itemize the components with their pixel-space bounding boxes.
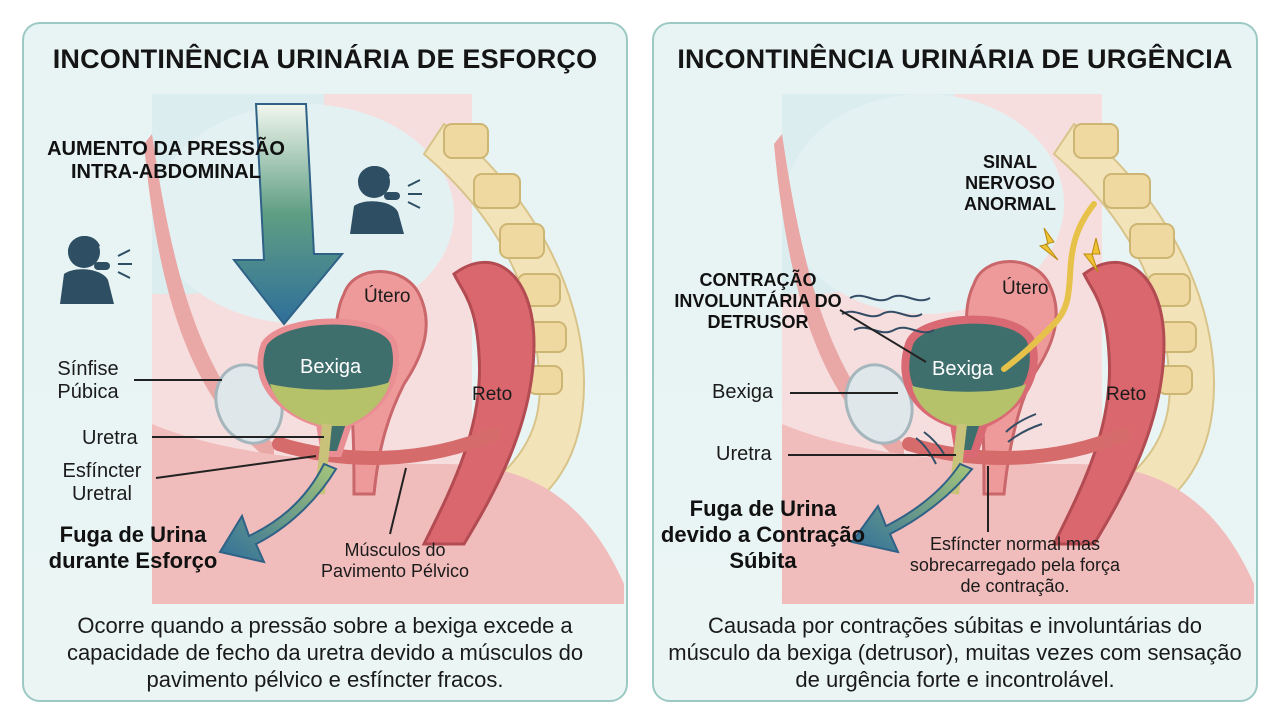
rectum-label: Reto	[472, 384, 513, 405]
rectum	[1051, 261, 1166, 546]
pressure-arrow	[231, 103, 345, 326]
rectum	[421, 261, 536, 546]
vertebrae	[443, 123, 567, 395]
abdominal-space	[784, 94, 1064, 314]
lightning-icon	[1038, 227, 1059, 261]
stress-anatomy-illustration	[60, 94, 624, 604]
nerve-signal	[1001, 201, 1097, 372]
uterus-label: Útero	[1002, 278, 1049, 299]
urge-anatomy-illustration	[774, 94, 1254, 604]
bladder-side-label: Bexiga	[712, 381, 774, 403]
urge-title: INCONTINÊNCIA URINÁRIA DE URGÊNCIA	[677, 44, 1233, 74]
urethra-label: Uretra	[82, 427, 138, 449]
urine	[270, 382, 390, 426]
pubic-symphysis-label: Sínfise Púbica	[57, 358, 119, 403]
urge-incontinence-panel: INCONTINÊNCIA URINÁRIA DE URGÊNCIA SINAL…	[652, 22, 1258, 702]
leader-lines	[788, 309, 989, 532]
abdominal-wall	[144, 134, 274, 464]
pelvic-floor-muscles	[272, 427, 501, 465]
coughing-woman-icon	[60, 235, 114, 304]
lightning-icon-2	[1082, 237, 1101, 273]
stress-title: INCONTINÊNCIA URINÁRIA DE ESFORÇO	[52, 44, 598, 74]
leak-label: Fuga de Urina durante Esforço	[48, 522, 218, 573]
perineum-tissue	[152, 424, 624, 604]
contraction-waves	[841, 294, 1043, 465]
rectum-label: Reto	[1106, 384, 1147, 405]
nerve-signal-label: SINAL NERVOSO ANORMAL	[964, 152, 1056, 214]
uterus-label: Útero	[364, 286, 411, 307]
leak-arrow	[218, 462, 338, 564]
stress-incontinence-panel: INCONTINÊNCIA URINÁRIA DE ESFORÇO AUMENT…	[22, 22, 628, 702]
pressure-label: AUMENTO DA PRESSÃO INTRA-ABDOMINAL	[47, 138, 285, 183]
stress-caption: Ocorre quando a pressão sobre a bexiga e…	[66, 613, 584, 692]
coughing-woman-icon-2	[350, 165, 404, 234]
bladder-label: Bexiga	[300, 356, 362, 378]
urge-caption: Causada por contrações súbitas e involun…	[668, 613, 1242, 692]
sphincter-note: Esfíncter normal mas sobrecarregado pela…	[909, 534, 1121, 596]
pelvic-floor-label: Músculos do Pavimento Pélvico	[320, 540, 470, 581]
bladder-label: Bexiga	[932, 358, 994, 380]
urethral-sphincter-label: Esfíncter Uretral	[62, 460, 142, 505]
pelvic-floor-muscles	[902, 427, 1131, 465]
leader-lines	[134, 379, 407, 535]
vertebrae	[1073, 123, 1197, 395]
urine	[912, 384, 1026, 426]
perineum-tissue	[782, 424, 1254, 604]
detrusor-contraction-label: CONTRAÇÃO INVOLUNTÁRIA DO DETRUSOR	[674, 270, 842, 332]
leak-label: Fuga de Urina devido a Contração Súbita	[660, 496, 866, 573]
leak-arrow	[850, 462, 974, 554]
abdominal-wall	[774, 134, 904, 464]
urethra-label: Uretra	[716, 443, 772, 465]
